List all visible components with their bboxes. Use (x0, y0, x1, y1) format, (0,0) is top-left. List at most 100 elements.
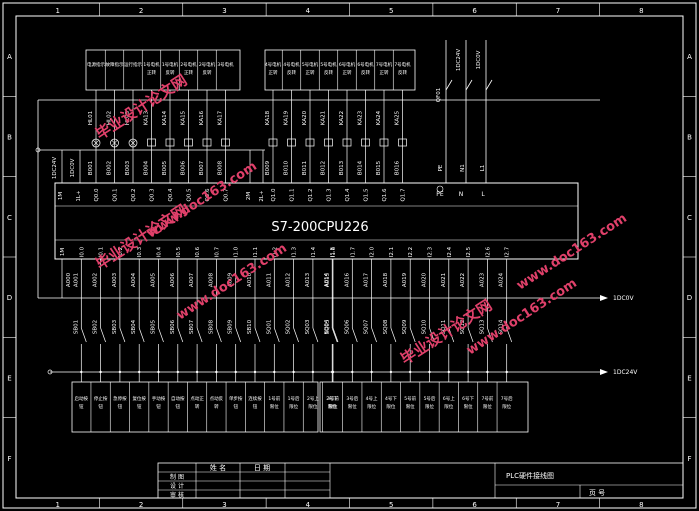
plc-output-terminal: Q0.4 (168, 188, 174, 202)
power-label: PE (438, 164, 444, 171)
output-load-label: KA15 (181, 110, 187, 125)
input-wire-label: A010 (247, 272, 253, 287)
plc-body (54, 182, 579, 260)
zone-column-label: 8 (639, 7, 643, 15)
output-description: 运行指示 (124, 61, 142, 68)
relay-coil (324, 138, 333, 147)
input-switch-label: SQ12 (460, 320, 466, 335)
input-wire-label: A024 (499, 272, 505, 287)
output-wire-label: B009 (265, 160, 271, 175)
input-wire-label: A001 (73, 273, 79, 287)
input-wire-label: A012 (286, 273, 292, 287)
power-label: N1 (460, 164, 466, 172)
output-description: 反转 (203, 69, 212, 76)
switch-contact (371, 327, 377, 343)
input-description: 5号前 (404, 395, 416, 402)
input-description: 钮 (137, 403, 142, 410)
input-switch-label: SQ02 (286, 320, 292, 335)
switch-contact (100, 327, 106, 343)
plc-input-terminal: I1.7 (350, 246, 356, 257)
tb-role-draw: 制 图 (170, 473, 184, 481)
input-wire-label: A008 (208, 272, 214, 287)
plc-input-terminal: I1.0 (234, 246, 240, 257)
output-load-label: KA25 (395, 110, 401, 125)
bus-label: 1DC0V (70, 158, 76, 177)
input-description: 2号上 (307, 395, 319, 402)
output-description: 5号电机 (320, 61, 337, 68)
relay-coil (305, 138, 315, 147)
input-description: 限位 (367, 403, 376, 410)
input-switch-label: SB02 (93, 320, 99, 334)
output-description: 正转 (269, 69, 278, 76)
zone-column-label: 7 (556, 501, 560, 509)
input-description: 限位 (425, 403, 434, 410)
output-description: 6号电机 (357, 61, 374, 68)
output-description: 1号电机 (162, 61, 179, 68)
tb-page-label: 页 号 (589, 489, 605, 497)
input-description: 钮 (79, 403, 84, 410)
plc-output-terminal: Q1.1 (290, 188, 296, 201)
output-load-label: KA13 (144, 110, 150, 125)
output-load-label: KA17 (218, 110, 224, 125)
input-wire-label: A022 (460, 273, 466, 287)
zone-column-label: 2 (139, 501, 143, 509)
input-description: 钮 (98, 403, 103, 410)
input-description: 限位 (406, 403, 415, 410)
plc-input-terminal: I0.3 (137, 246, 143, 257)
plc-input-terminal: I1.2 (272, 247, 278, 257)
zone-column-label: 2 (139, 7, 143, 15)
switch-contact (293, 327, 299, 343)
input-wire-label: A020 (422, 272, 428, 287)
zone-column-label: 8 (639, 501, 643, 509)
tb-role-design: 设 计 (170, 482, 184, 490)
output-description: 7号电机 (394, 61, 411, 68)
rail-arrow (600, 295, 608, 301)
breaker-contact (485, 79, 493, 91)
relay-coil (202, 138, 212, 147)
output-description: 正转 (147, 69, 156, 76)
plc-title: S7-200CPU226 (271, 220, 368, 235)
plc-output-terminal: Q1.5 (364, 188, 370, 202)
input-description: 限位 (308, 403, 317, 410)
plc-input-terminal: I0.5 (176, 246, 182, 257)
plc-output-terminal: Q1.7 (401, 188, 407, 202)
zone-column-label: 4 (306, 7, 311, 15)
output-wire-label: B013 (339, 160, 345, 175)
input-switch-label: SB04 (131, 319, 137, 334)
output-description: 3号电机 (217, 61, 234, 68)
input-wire-label: A003 (112, 272, 118, 287)
input-wire-label: A005 (151, 272, 157, 287)
plc-terminal-label: 2L+ (259, 190, 265, 202)
input-wire-label: A000 (66, 272, 72, 287)
input-switch-label: SB06 (170, 319, 176, 334)
tb-drawing-title: PLC硬件接线图 (506, 471, 554, 480)
tb-date-header: 日 期 (254, 464, 270, 472)
input-description: 限位 (502, 403, 511, 410)
input-description: 钮 (253, 403, 258, 410)
plc-output-terminal: Q0.6 (205, 188, 211, 202)
input-switch-label: SB07 (189, 319, 195, 334)
output-description: 反转 (324, 69, 333, 76)
zone-row-label: B (687, 134, 692, 142)
power-label: L1 (480, 165, 486, 172)
plc-input-terminal: I0.2 (118, 247, 124, 257)
zone-column-label: 4 (306, 501, 311, 509)
output-description: 正转 (343, 69, 352, 76)
input-switch-label: SQ04 (324, 319, 330, 334)
zone-row-label: D (7, 294, 12, 302)
plc-input-terminal: I2.5 (466, 246, 472, 257)
output-wire-label: B005 (162, 160, 168, 175)
input-description: 限位 (386, 403, 395, 410)
plc-input-terminal: I2.1 (389, 247, 395, 257)
input-description: 5号后 (424, 395, 436, 402)
relay-coil (221, 138, 230, 147)
input-wire-label: A004 (131, 272, 137, 287)
input-description: 6号上 (443, 395, 455, 402)
switch-contact (487, 327, 493, 343)
input-switch-label: SQ03 (305, 319, 311, 334)
output-load-label: KA14 (162, 110, 168, 125)
input-description: 4号上 (366, 395, 378, 402)
